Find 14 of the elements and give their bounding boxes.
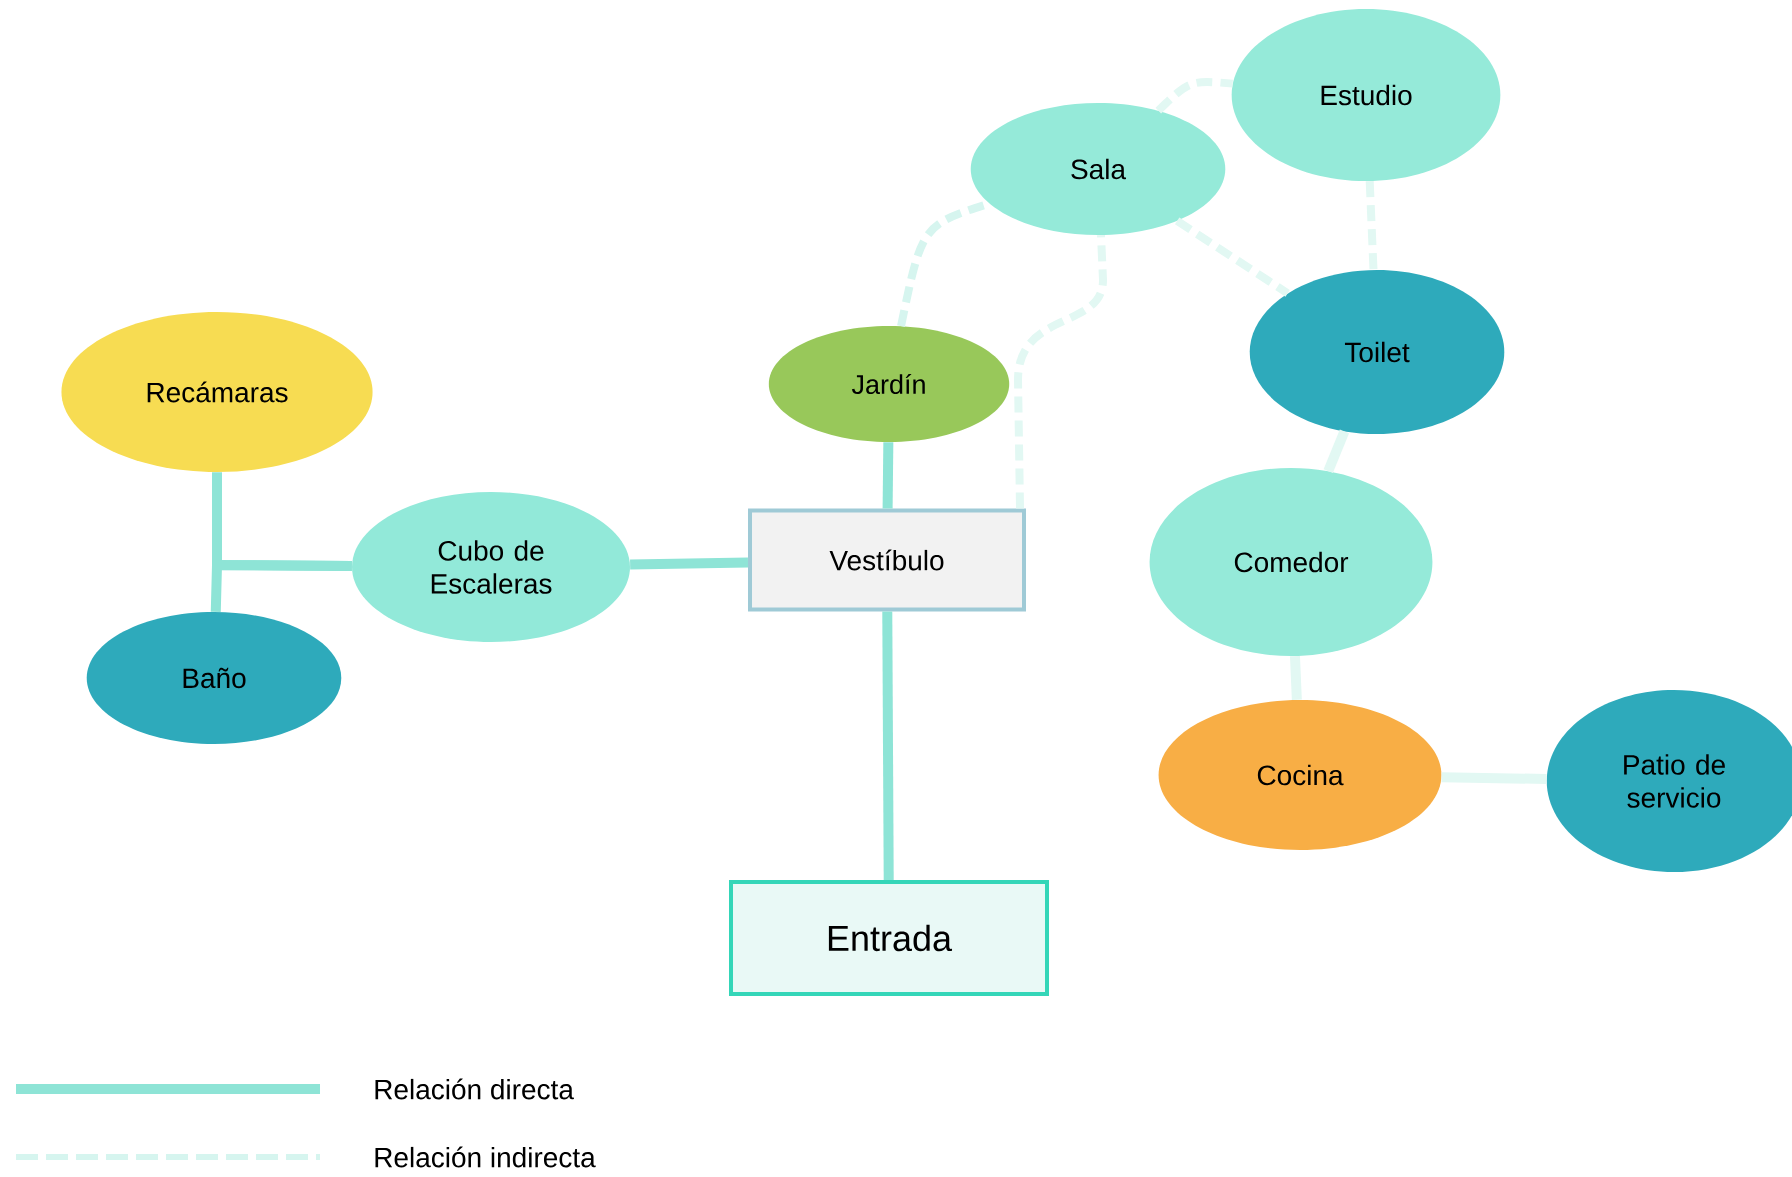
room-box: Entrada — [729, 880, 1049, 996]
connector-line — [1014, 235, 1107, 509]
connector-line — [630, 557, 749, 570]
legend-label: Relación indirecta — [375, 1146, 596, 1168]
connector-line — [882, 611, 894, 880]
connector-line — [882, 442, 894, 509]
legend-label: Relación directa — [375, 1078, 574, 1100]
connector-line — [1155, 78, 1233, 114]
connector-line — [1290, 655, 1302, 701]
room-box: Vestíbulo — [748, 508, 1026, 612]
connector-line — [1365, 181, 1378, 270]
connector-line — [1441, 772, 1547, 784]
connector-line — [1323, 429, 1350, 473]
connector-line — [1174, 217, 1290, 297]
